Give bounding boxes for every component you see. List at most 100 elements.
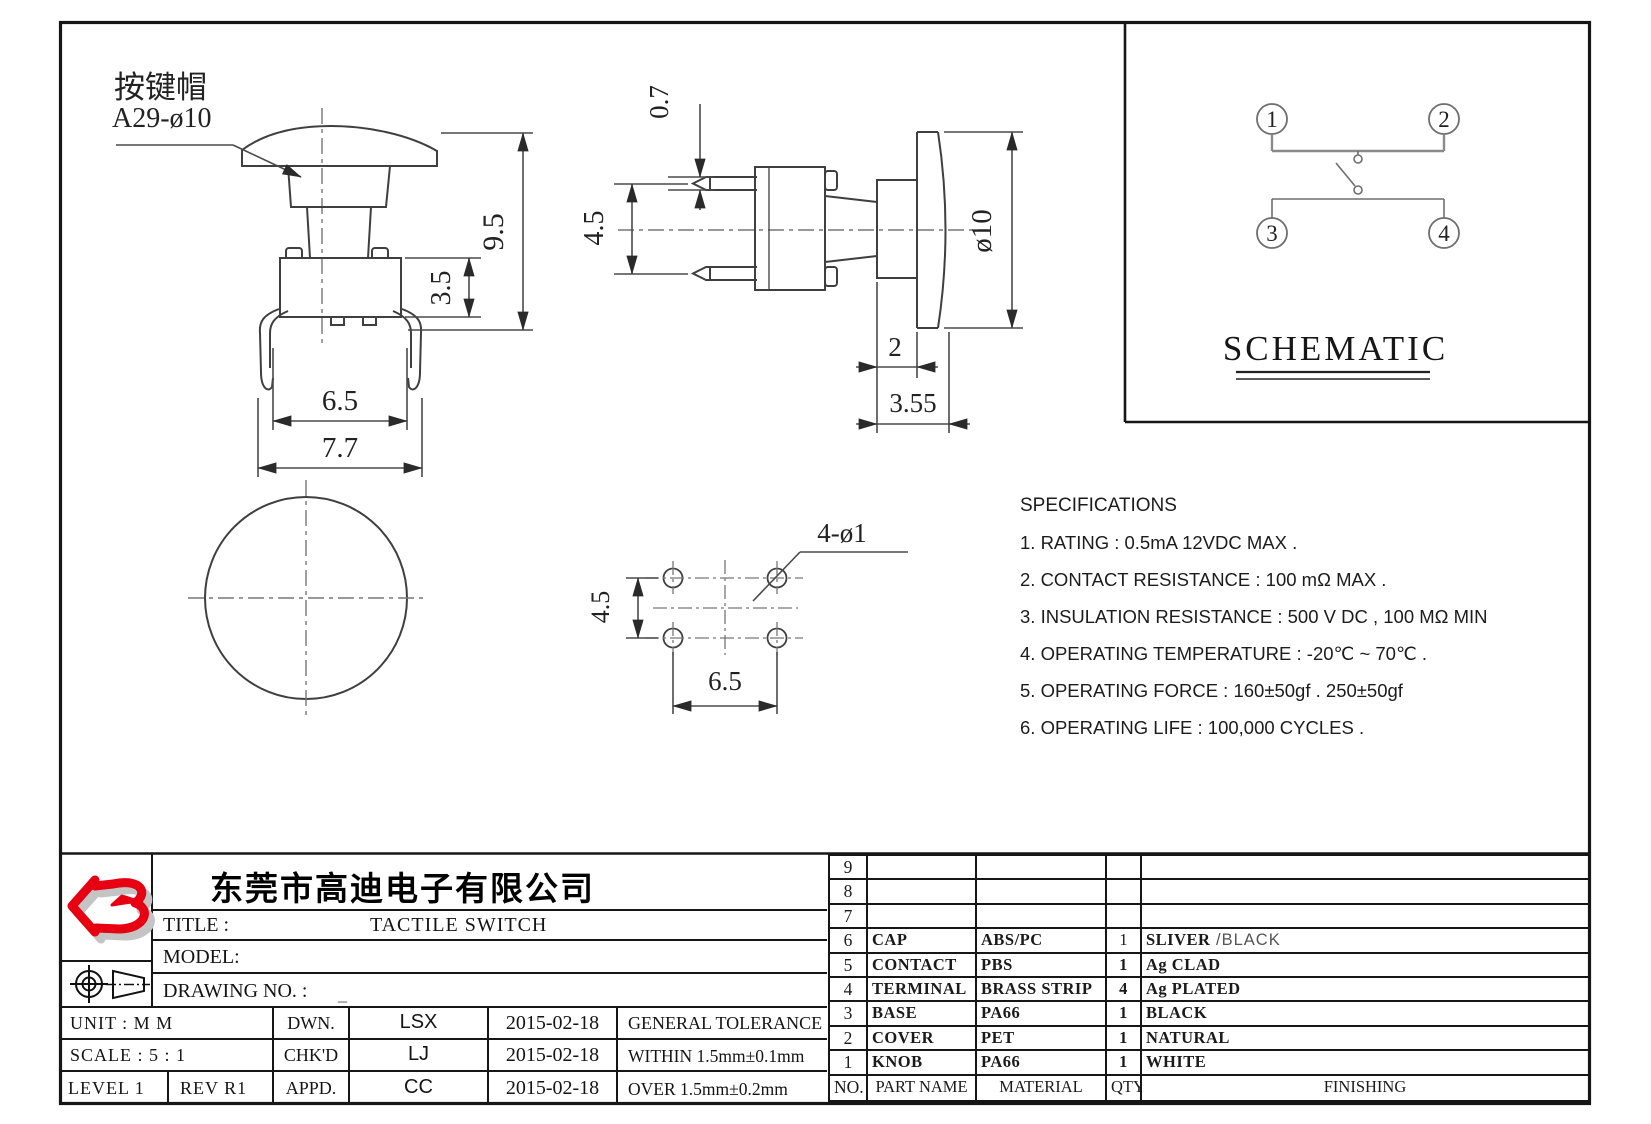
bom-finishing: BLACK [1142, 1002, 1588, 1027]
dim-4-5-pcb: 4.5 [586, 591, 615, 624]
drawn-label: DWN. [287, 1013, 335, 1033]
bom-qty: 1 [1107, 1002, 1142, 1027]
tolerance-title: GENERAL TOLERANCE [628, 1013, 823, 1033]
sheet-frame [58, 20, 1592, 1106]
bom-part-name: KNOB [868, 1051, 977, 1076]
side-view-dimensions [614, 104, 1023, 433]
dim-0-7: 0.7 [644, 85, 674, 119]
dim-6-5-pcb: 6.5 [708, 666, 742, 696]
dim-dia10: ø10 [966, 209, 998, 253]
dim-7-7: 7.7 [322, 432, 358, 464]
bom-row-no: 5 [830, 953, 868, 978]
dim-4-5-side: 4.5 [579, 211, 610, 246]
projection-symbol-icon [70, 965, 150, 1003]
pin-3-label: 3 [1266, 221, 1278, 246]
bom-finishing: NATURAL [1142, 1027, 1588, 1052]
dim-6-5-front: 6.5 [322, 385, 358, 417]
company-name: 东莞市高迪电子有限公司 [210, 870, 595, 907]
pin-4-label: 4 [1438, 221, 1450, 246]
drawing-no-value: _ [338, 984, 347, 1004]
bom-qty [1107, 856, 1142, 881]
dim-2: 2 [888, 332, 902, 362]
bom-row-no: 6 [830, 929, 868, 954]
rev-cell: REV R1 [180, 1078, 248, 1098]
bom-qty: 4 [1107, 977, 1142, 1003]
tolerance-over: OVER 1.5mm±0.2mm [628, 1079, 788, 1099]
pcb-hole-pattern [626, 551, 908, 714]
level-cell: LEVEL 1 [68, 1078, 145, 1098]
bom-material [977, 904, 1107, 930]
bom-row-no: 1 [830, 1051, 868, 1076]
drawn-by: LSX [399, 1011, 438, 1033]
front-view-dimensions [116, 132, 533, 477]
bom-material [977, 880, 1107, 905]
bom-table: 9 8 7 6 CAP ABS/PC 1 SLIVER /BLACK 5 CON… [828, 854, 1590, 1102]
bom-part-name [868, 904, 977, 930]
bom-part-name: TERMINAL [868, 977, 977, 1003]
finishing-primary: SLIVER [1146, 930, 1211, 950]
bom-header-no: NO. [830, 1075, 868, 1100]
spec-item: 4. OPERATING TEMPERATURE : -20℃ ~ 70℃ . [1020, 643, 1428, 664]
approved-label: APPD. [285, 1078, 337, 1098]
spec-item: 1. RATING : 0.5mA 12VDC MAX . [1020, 532, 1298, 553]
model-label: MODEL: [163, 946, 240, 968]
bom-finishing [1142, 905, 1588, 930]
bom-row-no: 4 [830, 977, 868, 1003]
bom-material: PA66 [977, 1002, 1107, 1027]
approved-by: CC [404, 1076, 433, 1098]
front-view-dim-text: 9.5 3.5 6.5 7.7 [322, 213, 510, 464]
bom-material: PA66 [977, 1051, 1107, 1076]
bom-finishing [1142, 856, 1588, 881]
specifications-block: SPECIFICATIONS 1. RATING : 0.5mA 12VDC M… [1020, 487, 1580, 746]
bom-part-name: CAP [868, 929, 977, 954]
checked-date: 2015-02-18 [505, 1044, 600, 1066]
bom-qty: 1 [1107, 1051, 1142, 1076]
pcb-dim-text: 4.5 6.5 4-ø1 [586, 518, 867, 696]
bom-header-finishing: FINISHING [1323, 1076, 1407, 1096]
drawn-date: 2015-02-18 [505, 1012, 600, 1034]
bom-qty [1107, 904, 1142, 930]
schematic-diagram [1236, 103, 1460, 380]
checked-by: LJ [407, 1043, 430, 1065]
title-label: TITLE : [163, 914, 230, 936]
spec-item: 5. OPERATING FORCE : 160±50gf . 250±50gf [1020, 680, 1403, 701]
bom-material: BRASS STRIP [977, 977, 1107, 1003]
bom-row-no: 8 [830, 880, 868, 905]
bom-part-name [868, 856, 977, 881]
side-view-dim-text: 0.7 4.5 ø10 2 3.55 [579, 85, 998, 418]
bom-part-name [868, 880, 977, 905]
unit-cell: UNIT : M M [70, 1013, 174, 1033]
checked-label: CHK'D [283, 1045, 339, 1065]
approved-date: 2015-02-18 [505, 1077, 600, 1099]
pin-2-label: 2 [1438, 107, 1450, 132]
spec-item: 6. OPERATING LIFE : 100,000 CYCLES . [1020, 717, 1365, 738]
bom-part-name: BASE [868, 1002, 977, 1027]
company-logo-icon [67, 875, 155, 944]
front-view [241, 108, 438, 391]
bom-row-no: 3 [830, 1002, 868, 1027]
bom-finishing: SLIVER /BLACK [1142, 929, 1588, 954]
side-view [618, 131, 988, 329]
bom-qty: 1 [1107, 929, 1142, 954]
bom-material: PET [977, 1026, 1107, 1052]
cap-label-chinese: 按键帽 [114, 70, 207, 105]
title-value: TACTILE SWITCH [370, 914, 548, 936]
bom-row-no: 9 [830, 856, 868, 881]
bom-header-qty: QTY. [1107, 1075, 1142, 1100]
bom-qty: 1 [1107, 1026, 1142, 1052]
cap-label-code: A29-ø10 [112, 103, 212, 134]
top-view [188, 480, 424, 716]
bom-part-name: CONTACT [868, 953, 977, 978]
bom-finishing: WHITE [1142, 1051, 1588, 1076]
drawing-no-label: DRAWING NO. : [163, 980, 308, 1002]
title-block-grid [59, 852, 1590, 1104]
schematic-title: SCHEMATIC [1222, 329, 1449, 368]
tolerance-within: WITHIN 1.5mm±0.1mm [628, 1046, 805, 1066]
hole-note: 4-ø1 [817, 518, 867, 548]
bom-part-name: COVER [868, 1026, 977, 1052]
specifications-title: SPECIFICATIONS [1020, 495, 1177, 516]
bom-qty [1107, 880, 1142, 905]
bom-finishing: Ag PLATED [1142, 978, 1588, 1003]
scale-cell: SCALE : 5 : 1 [70, 1045, 187, 1065]
